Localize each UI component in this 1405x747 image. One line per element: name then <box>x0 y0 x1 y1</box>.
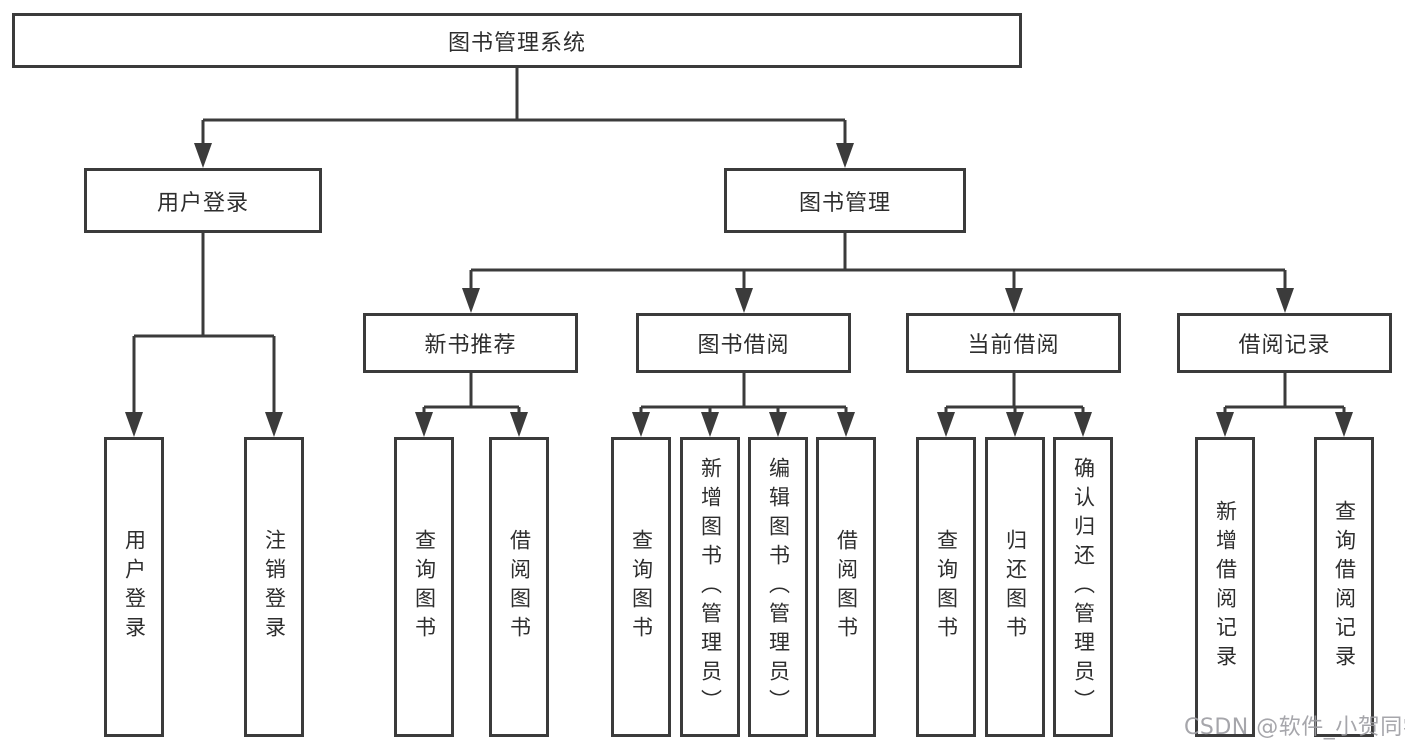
connector-newbook-branch <box>422 373 521 418</box>
node-label: 当前借阅 <box>967 333 1060 358</box>
connector-bookborrow-branch <box>639 373 848 418</box>
node-label: 图书管理 <box>798 190 891 216</box>
leaf-query-books-recommend: 查询图书 <box>394 437 454 737</box>
leaf-query-books-borrow: 查询图书 <box>611 437 671 737</box>
leaf-label: 编辑图书（管理员） <box>766 456 791 718</box>
leaf-return-books: 归还图书 <box>985 437 1045 737</box>
node-new-book-recommendation: 新书推荐 <box>363 313 578 373</box>
node-label: 新书推荐 <box>424 333 517 358</box>
leaf-label: 新增图书（管理员） <box>698 456 723 718</box>
leaf-borrow-books-recommend: 借阅图书 <box>489 437 549 737</box>
leaf-label: 确认归还（管理员） <box>1071 456 1096 718</box>
connector-bookmgmt-branch <box>469 233 1287 294</box>
node-library-management-system: 图书管理系统 <box>12 13 1022 68</box>
leaf-label: 查询图书 <box>412 529 437 645</box>
node-label: 借阅记录 <box>1238 333 1331 358</box>
leaf-logout: 注销登录 <box>244 437 304 737</box>
node-label: 图书管理系统 <box>447 30 586 56</box>
leaf-label: 新增借阅记录 <box>1213 500 1238 674</box>
leaf-label: 借阅图书 <box>507 529 532 645</box>
leaf-add-borrow-record: 新增借阅记录 <box>1195 437 1255 737</box>
leaf-query-books-current: 查询图书 <box>916 437 976 737</box>
node-book-management: 图书管理 <box>724 168 966 233</box>
leaf-edit-books-admin: 编辑图书（管理员） <box>748 437 808 737</box>
leaf-label: 借阅图书 <box>834 529 859 645</box>
leaf-label: 查询图书 <box>629 529 654 645</box>
leaf-label: 归还图书 <box>1003 529 1028 645</box>
connector-currentborrow-branch <box>944 373 1085 418</box>
leaf-add-books-admin: 新增图书（管理员） <box>680 437 740 737</box>
leaf-borrow-books: 借阅图书 <box>816 437 876 737</box>
connector-records-branch <box>1223 373 1346 418</box>
node-label: 图书借阅 <box>697 333 790 358</box>
leaf-label: 注销登录 <box>262 529 287 645</box>
csdn-watermark: CSDN @软件_小贺同学 <box>1184 715 1405 740</box>
connector-root-to-level2 <box>201 68 847 148</box>
leaf-label: 查询图书 <box>934 529 959 645</box>
node-book-borrowing: 图书借阅 <box>636 313 851 373</box>
connector-userlogin-branch <box>132 233 276 418</box>
leaf-label: 用户登录 <box>122 529 147 645</box>
leaf-query-borrow-record: 查询借阅记录 <box>1314 437 1374 737</box>
node-borrowing-records: 借阅记录 <box>1177 313 1392 373</box>
leaf-confirm-return-admin: 确认归还（管理员） <box>1053 437 1113 737</box>
leaf-user-login: 用户登录 <box>104 437 164 737</box>
leaf-label: 查询借阅记录 <box>1332 500 1357 674</box>
node-current-borrowing: 当前借阅 <box>906 313 1121 373</box>
node-user-login: 用户登录 <box>84 168 322 233</box>
node-label: 用户登录 <box>156 190 249 216</box>
